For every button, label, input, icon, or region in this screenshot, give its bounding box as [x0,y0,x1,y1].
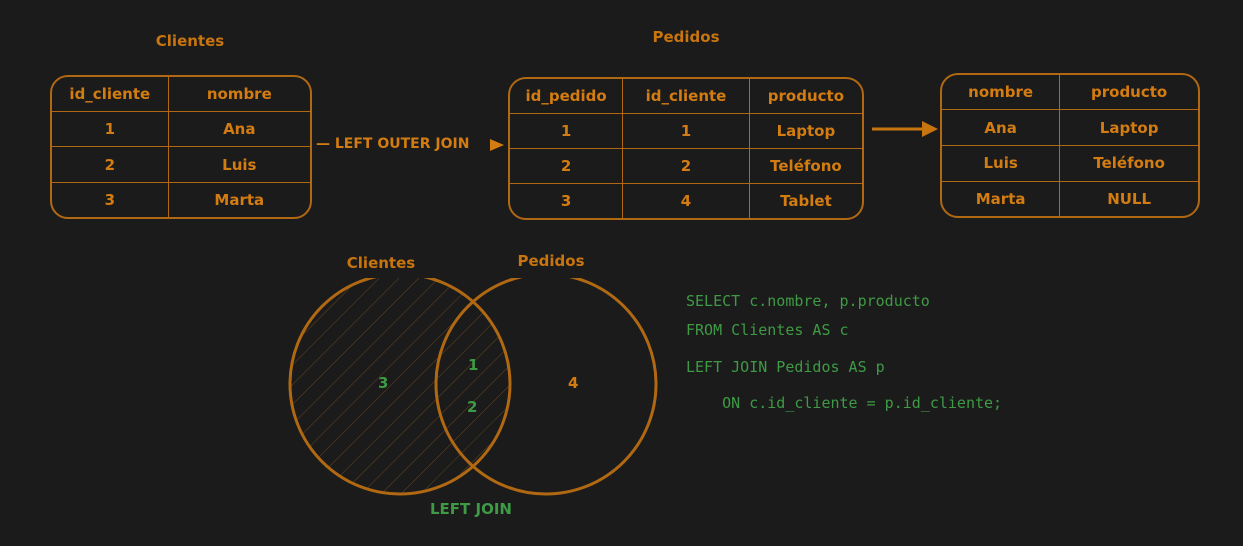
table-cell: NULL [1059,180,1198,216]
table-cell: Luis [167,146,310,183]
table-cell: Laptop [748,112,862,149]
table-cell: Teléfono [748,147,862,185]
header-cell: nombre [167,77,310,113]
result-table: nombre producto Ana Laptop Luis Teléfono… [940,73,1200,218]
table-cell: Laptop [1059,109,1198,146]
header-cell: producto [1059,75,1198,111]
header-cell: id_cliente [622,79,750,114]
pedidos-title: Pedidos [652,28,720,46]
table-cell: Marta [167,181,310,217]
header-cell: nombre [942,75,1061,111]
table-cell: Ana [942,109,1061,146]
venn-right-circle [434,278,658,496]
table-cell: Luis [942,144,1061,182]
table-row: 1 1 Laptop [510,112,862,149]
table-header-row: id_cliente nombre [52,77,310,113]
join-label: — LEFT OUTER JOIN [316,136,470,152]
table-cell: 1 [510,112,624,149]
table-row: 3 4 Tablet [510,183,862,218]
table-row: Marta NULL [942,180,1198,216]
table-cell: 2 [52,146,169,183]
table-cell: 3 [52,181,169,217]
table-cell: Tablet [748,183,862,218]
venn-right-label: Pedidos [517,252,585,270]
table-cell: 2 [622,147,750,185]
table-cell: 1 [622,112,750,149]
table-row: Luis Teléfono [942,144,1198,182]
venn-left-label: Clientes [346,254,416,272]
table-cell: Ana [167,111,310,148]
pedidos-table: id_pedido id_cliente producto 1 1 Laptop… [508,77,864,220]
venn-intersection-1: 1 [468,356,479,374]
sql-line: LEFT JOIN Pedidos AS p [686,358,885,376]
table-cell: 3 [510,183,624,218]
header-cell: id_pedido [510,79,624,114]
join-arrow-icon [490,139,504,151]
table-header-row: nombre producto [942,75,1198,111]
venn-left-only: 3 [378,374,389,392]
table-row: 1 Ana [52,111,310,148]
table-cell: Teléfono [1059,144,1198,182]
result-arrow-icon [872,121,938,137]
table-row: 2 Luis [52,146,310,183]
table-cell: 1 [52,111,169,148]
clientes-table: id_cliente nombre 1 Ana 2 Luis 3 Marta [50,75,312,219]
table-header-row: id_pedido id_cliente producto [510,79,862,114]
table-cell: 4 [622,183,750,218]
venn-left-circle [290,278,510,494]
venn-caption: LEFT JOIN [430,500,512,518]
header-cell: id_cliente [52,77,169,113]
table-cell: Marta [942,180,1061,216]
venn-intersection-2: 2 [467,398,478,416]
header-cell: producto [748,79,862,114]
table-row: 3 Marta [52,181,310,217]
table-row: Ana Laptop [942,109,1198,146]
clientes-title: Clientes [155,32,225,50]
sql-line: FROM Clientes AS c [686,321,849,339]
venn-diagram [288,278,658,496]
venn-right-only: 4 [568,374,579,392]
table-cell: 2 [510,147,624,185]
sql-line: ON c.id_cliente = p.id_cliente; [686,394,1003,412]
table-row: 2 2 Teléfono [510,147,862,185]
sql-line: SELECT c.nombre, p.producto [686,292,930,310]
